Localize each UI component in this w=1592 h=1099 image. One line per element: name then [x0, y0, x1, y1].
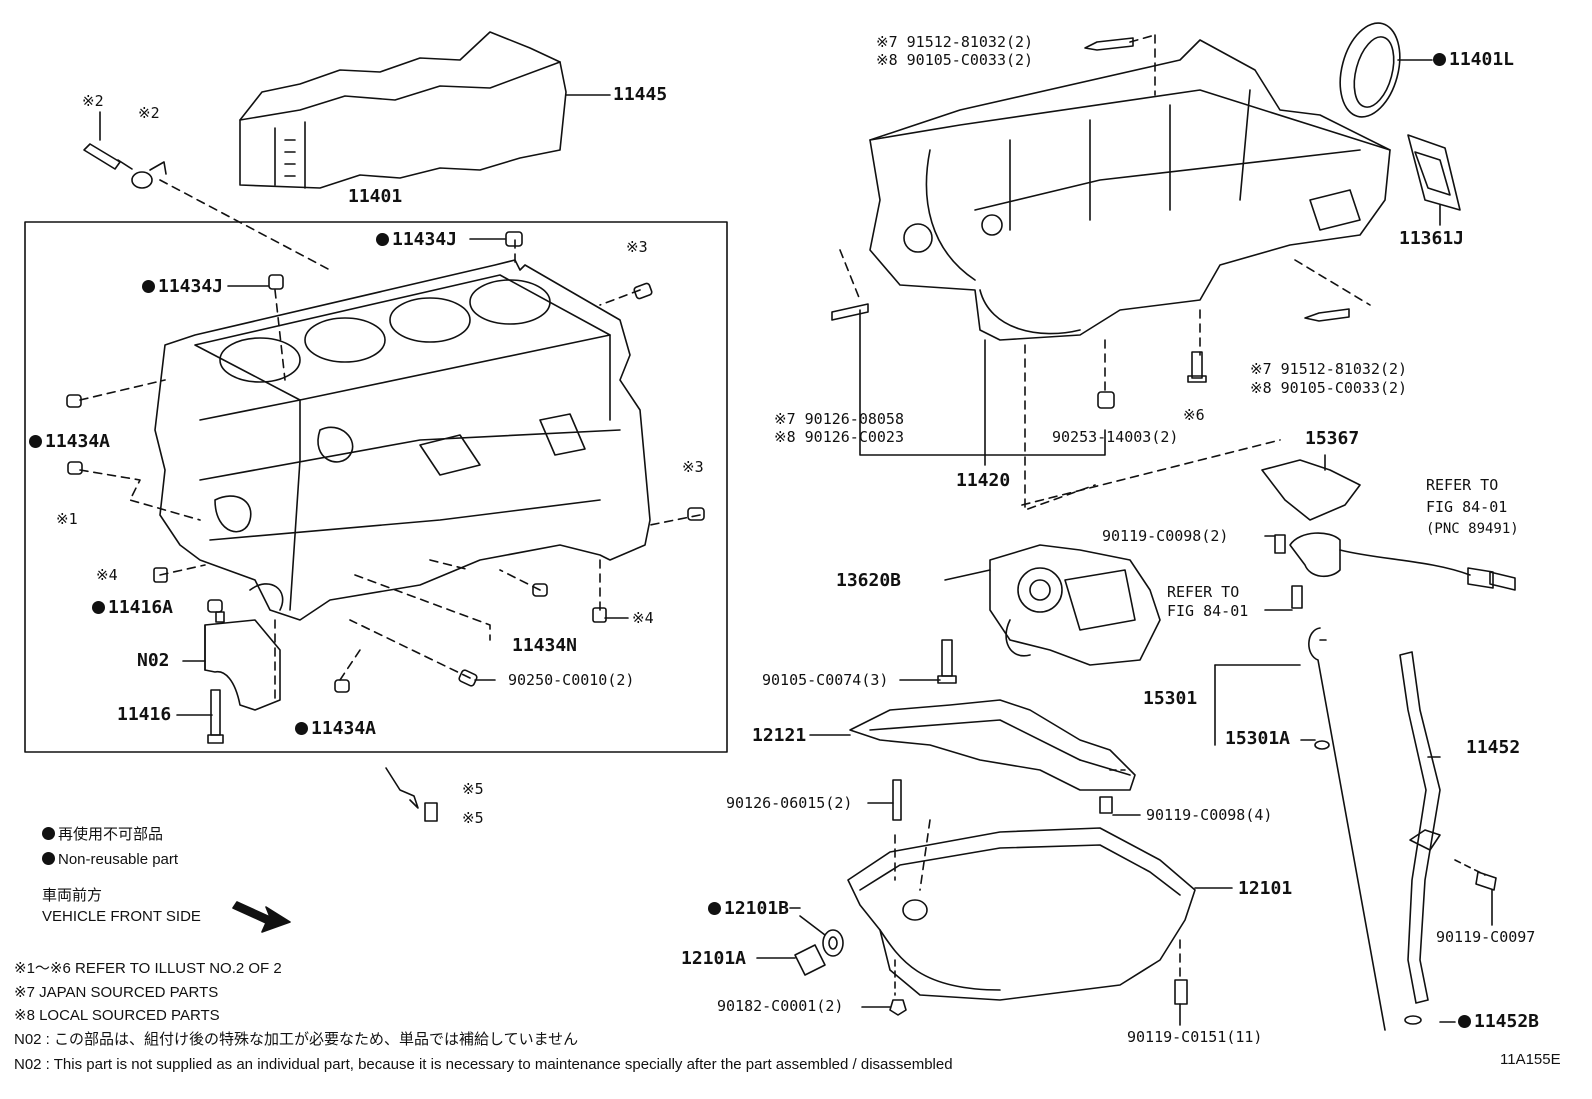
label-90105-C0074: 90105-C0074(3)	[762, 671, 889, 689]
label-15367: 15367	[1305, 428, 1360, 449]
label-90119-C0098-2: 90119-C0098(2)	[1102, 527, 1229, 545]
leader-lines-upper	[839, 34, 1371, 511]
legend-nonreusable-jp: 再使用不可部品	[42, 827, 163, 842]
label-11434J-top: 11434J	[376, 231, 457, 249]
note-japan-sourced: ※7 JAPAN SOURCED PARTS	[14, 984, 219, 1001]
note-n02-jp: N02 : この部品は、組付け後の特殊な加工が必要なため、単品では補給していませ…	[14, 1031, 579, 1048]
oil-pan-upper-11420	[869, 39, 1391, 341]
label-90126-06015: 90126-06015(2)	[726, 794, 853, 812]
mark-1: ※1	[56, 510, 78, 528]
label-11401: 11401	[348, 186, 403, 207]
label-11401L: 11401L	[1433, 51, 1514, 69]
label-11434A-left: 11434A	[29, 433, 110, 451]
label-refer-to-1: REFER TO	[1426, 476, 1499, 494]
label-pnc-89491: (PNC 89491)	[1426, 521, 1519, 537]
label-11361J: 11361J	[1399, 228, 1465, 249]
baffle-12121	[849, 699, 1136, 791]
label-N02: N02	[137, 650, 170, 671]
mark-3-b: ※3	[682, 458, 704, 476]
label-top-91512: ※7 91512-81032(2)	[876, 33, 1034, 51]
label-11434J-left: 11434J	[142, 278, 223, 296]
label-11445: 11445	[613, 84, 668, 105]
illustration-code: 11A155E	[1500, 1051, 1561, 1068]
dowel-pins	[66, 231, 705, 693]
label-15301A: 15301A	[1225, 728, 1291, 749]
label-leaders	[176, 238, 1493, 1026]
label-11452: 11452	[1466, 737, 1521, 758]
label-11452B: 11452B	[1458, 1013, 1539, 1031]
label-90253-14003: 90253-14003(2)	[1052, 428, 1179, 446]
cylinder-block	[154, 259, 651, 621]
label-11434A-bottom: 11434A	[295, 720, 376, 738]
label-right-90105: ※8 90105-C0033(2)	[1250, 379, 1408, 397]
label-11416A: 11416A	[92, 599, 173, 617]
bolt-90119-C0151	[1174, 979, 1188, 1005]
label-90182-C0001: 90182-C0001(2)	[717, 997, 844, 1015]
leader-lines-block	[79, 239, 701, 701]
label-13620B: 13620B	[836, 570, 902, 591]
part-11445-cover	[239, 31, 611, 189]
legend-front-jp: 車両前方	[42, 887, 103, 904]
mark-5-a: ※5	[462, 780, 484, 798]
label-11434N: 11434N	[512, 635, 578, 656]
front-arrow	[232, 901, 291, 933]
bolt-mark2	[83, 111, 167, 189]
mark-2-b: ※2	[138, 104, 160, 122]
label-90250-C0010: 90250-C0010(2)	[508, 671, 635, 689]
dipstick-15301	[1214, 627, 1386, 1031]
note-n02-en: N02 : This part is not supplied as an in…	[14, 1056, 953, 1073]
bracket-stud	[859, 309, 1106, 456]
label-12101: 12101	[1238, 878, 1293, 899]
oil-pump-13620B	[937, 544, 1161, 684]
mark-4-a: ※4	[96, 566, 118, 584]
label-11416: 11416	[117, 704, 172, 725]
bolt-90119-C0098-4	[1099, 796, 1113, 814]
leader-15367	[1021, 439, 1281, 506]
drain-plug-12101A	[794, 915, 844, 976]
label-refer-to-2: REFER TO	[1167, 583, 1240, 601]
label-12101A: 12101A	[681, 948, 747, 969]
label-90119-C0097: 90119-C0097	[1436, 928, 1536, 946]
mark5-parts	[385, 767, 438, 822]
bearing-cap-N02	[204, 611, 281, 744]
label-12101B: 12101B	[708, 900, 789, 918]
legend-front-en: VEHICLE FRONT SIDE	[42, 908, 201, 925]
mark-2-a: ※2	[82, 92, 104, 110]
mark-4-b: ※4	[632, 609, 654, 627]
note-refer-illust: ※1～※6 REFER TO ILLUST NO.2 OF 2	[14, 960, 282, 977]
label-90119-C0098-4: 90119-C0098(4)	[1146, 806, 1273, 824]
legend-nonreusable-en: Non-reusable part	[42, 852, 178, 867]
label-15301: 15301	[1143, 688, 1198, 709]
dipstick-guide-11452	[1399, 651, 1497, 1025]
oil-seal-11401L	[1339, 22, 1433, 118]
bracket-15367	[1261, 454, 1516, 609]
oil-pan-lower-12101	[847, 827, 1233, 1001]
label-top-90105: ※8 90105-C0033(2)	[876, 51, 1034, 69]
washer-90182	[889, 999, 907, 1016]
mark-6: ※6	[1183, 406, 1205, 424]
label-stud-90126-C0023: ※8 90126-C0023	[774, 428, 904, 446]
label-fig-84-01-1: FIG 84-01	[1426, 498, 1508, 516]
plate-11361J	[1407, 134, 1461, 226]
label-11420: 11420	[956, 470, 1011, 491]
label-12121: 12121	[752, 725, 807, 746]
bolts-upper	[831, 37, 1350, 409]
mark-5-b: ※5	[462, 809, 484, 827]
label-90119-C0151: 90119-C0151(11)	[1127, 1028, 1263, 1046]
stud-90126-06015	[892, 779, 902, 821]
label-right-91512: ※7 91512-81032(2)	[1250, 360, 1408, 378]
mark-3-a: ※3	[626, 238, 648, 256]
label-stud-90126-08058: ※7 90126-08058	[774, 410, 904, 428]
note-local-sourced: ※8 LOCAL SOURCED PARTS	[14, 1007, 220, 1024]
label-fig-84-01-2: FIG 84-01	[1167, 602, 1249, 620]
block-assembly-frame	[24, 221, 728, 753]
